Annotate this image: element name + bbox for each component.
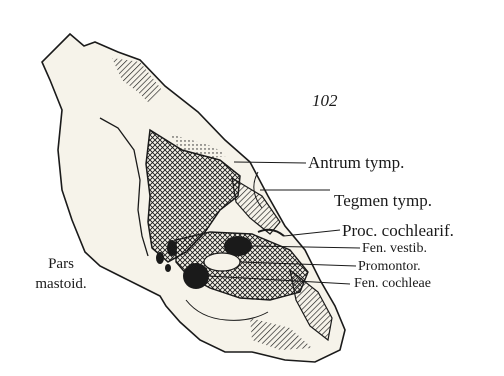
pars-line-2: mastoid. — [26, 274, 96, 294]
label-promontor: Promontor. — [358, 260, 421, 274]
label-tegmen: Tegmen tymp. — [334, 192, 432, 209]
fen-cochleae-shape — [183, 263, 209, 289]
label-fen-vestib: Fen. vestib. — [362, 242, 427, 256]
figure-number: 102 — [312, 92, 338, 109]
promontory-shape — [204, 253, 240, 271]
label-fen-cochleae: Fen. cochleae — [354, 277, 431, 291]
pars-line-1: Pars — [26, 254, 96, 274]
mastoid-hole-2 — [156, 252, 164, 264]
label-pars-mastoid: Pars mastoid. — [26, 254, 96, 294]
label-proc-cochlearif: Proc. cochlearif. — [342, 222, 454, 239]
leader-proc — [284, 230, 340, 236]
label-antrum: Antrum tymp. — [308, 154, 404, 171]
mastoid-hole-1 — [167, 240, 177, 256]
mastoid-hole-3 — [165, 264, 171, 272]
